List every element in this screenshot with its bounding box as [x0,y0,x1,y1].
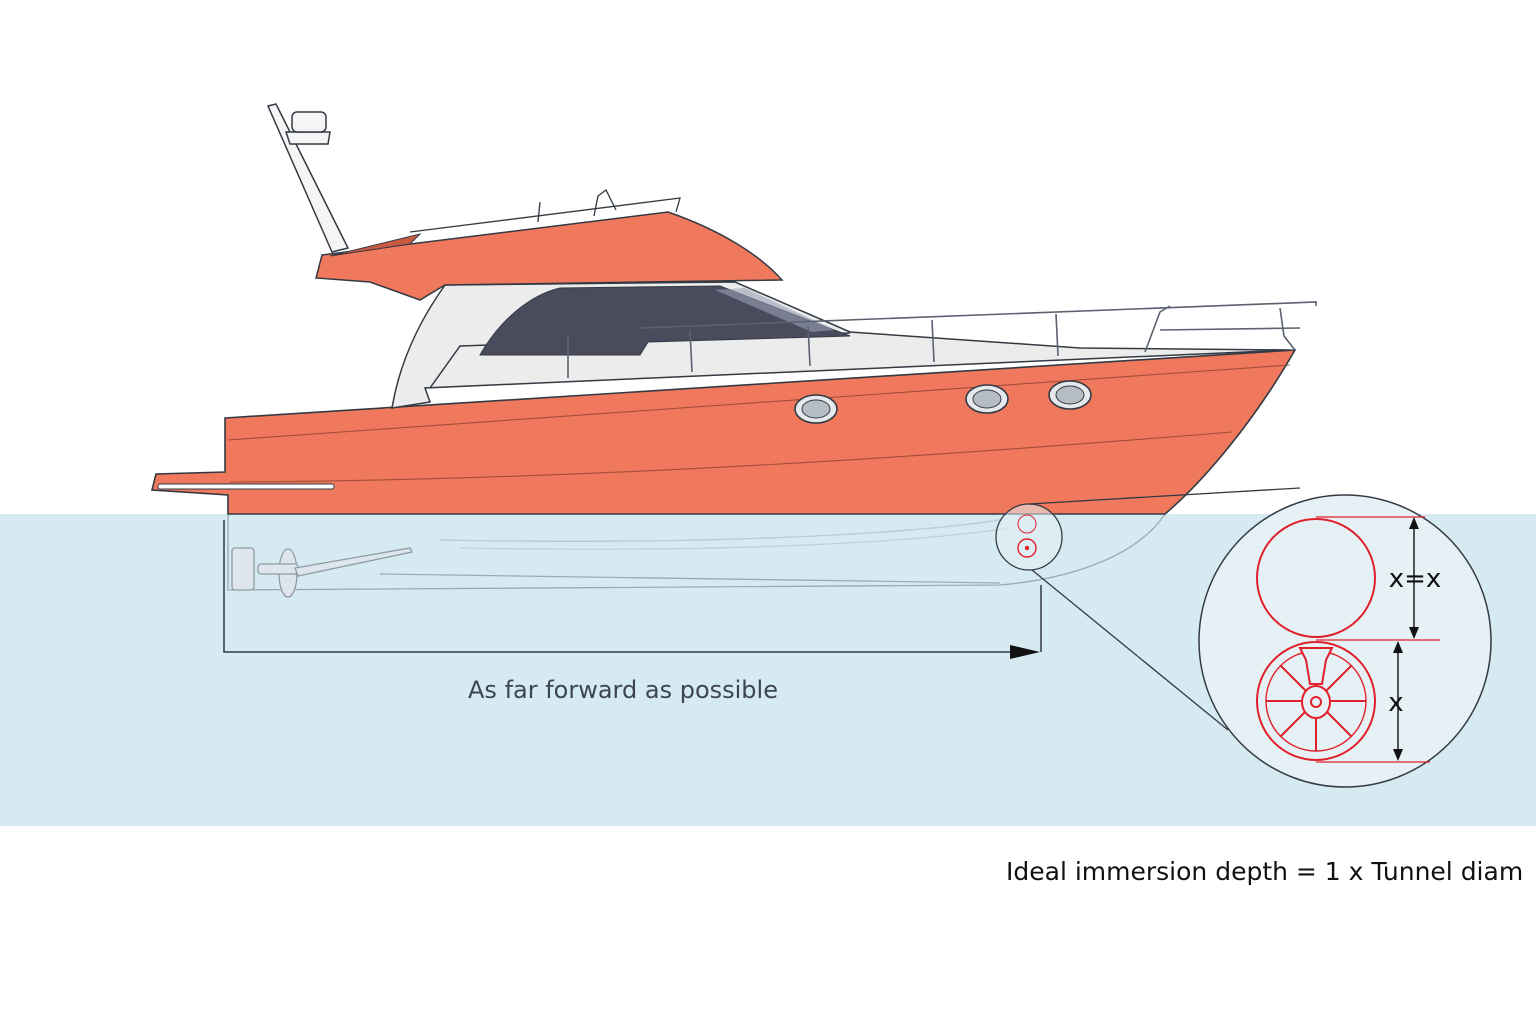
tunnel-diameter-reference-circle [1256,518,1376,638]
portholes [794,380,1092,424]
radar-mast [266,103,350,253]
equal-depth-label: x=x [1389,564,1442,594]
thruster-detail-callout: x=x x [1198,494,1492,788]
hull-lines [227,364,1291,483]
propeller-and-rudder [231,547,413,598]
forward-label: As far forward as possible [468,676,778,704]
callout-connector-lines [1028,487,1301,731]
flybridge-railing [409,189,681,233]
bow-railing [567,301,1317,378]
radar-dome-icon [291,111,327,133]
underwater-hull-outline [227,513,1166,591]
porthole [1048,380,1092,410]
rub-rail [157,483,335,490]
dimension-lines [1316,516,1440,763]
tunnel-diameter-label: x [1388,688,1403,718]
porthole [794,394,838,424]
porthole [965,384,1009,414]
flybridge-roof [315,211,784,301]
tunnel-thruster-icon [1256,641,1376,761]
arrowhead-icon [1010,645,1040,659]
thruster-location-marker [995,503,1063,571]
immersion-depth-caption: Ideal immersion depth = 1 x Tunnel diam [1006,857,1523,886]
boat-hull [150,349,1297,515]
dimension-arrowhead-icons [1393,517,1419,761]
dimension-arrows [1397,524,1415,755]
forward-placement-arrow [223,520,1042,653]
